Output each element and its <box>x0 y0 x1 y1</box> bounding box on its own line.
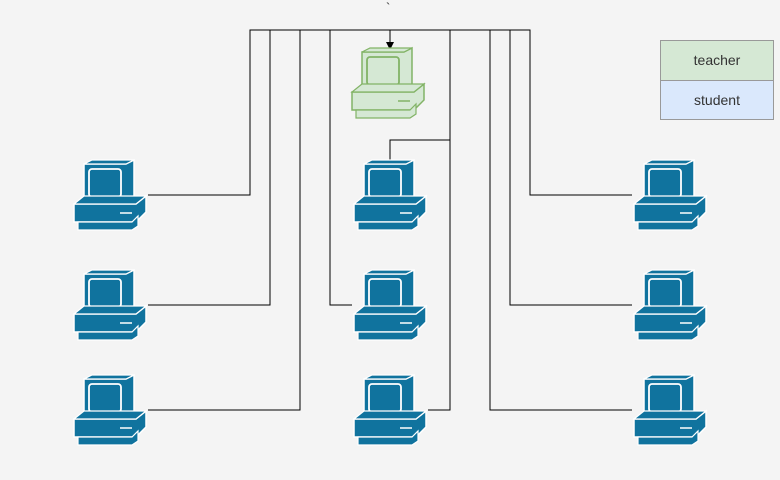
legend: teacher student <box>660 40 774 120</box>
wire-s-left-3-to-teacher <box>148 30 301 411</box>
tick-mark-text: ` <box>386 0 391 15</box>
wire-s-left-2-to-teacher <box>148 30 271 306</box>
computer-icon-s-left-2[interactable] <box>72 268 148 341</box>
wire-s-mid-3-to-teacher <box>428 30 451 411</box>
computers <box>72 46 708 446</box>
legend-student: student <box>661 80 773 119</box>
wire-s-mid-2-to-teacher <box>329 30 352 306</box>
computer-icon-s-mid-2[interactable] <box>352 268 428 341</box>
wire-s-right-1-to-teacher <box>390 29 632 196</box>
computer-icon-s-right-1[interactable] <box>632 158 708 231</box>
legend-student-label: student <box>694 91 740 108</box>
legend-teacher-label: teacher <box>693 52 741 69</box>
computer-icon-s-right-2[interactable] <box>632 268 708 341</box>
computer-icon-s-left-3[interactable] <box>72 373 148 446</box>
wire-s-right-2-to-teacher <box>509 30 632 306</box>
wire-s-left-1-to-teacher <box>148 29 390 196</box>
computer-icon-s-mid-3[interactable] <box>352 373 428 446</box>
computer-icon-s-left-1[interactable] <box>72 158 148 231</box>
legend-teacher: teacher <box>661 41 773 81</box>
computer-icon-teacher[interactable] <box>350 46 426 119</box>
computer-icon-s-mid-1[interactable] <box>352 158 428 231</box>
computer-icon-s-right-3[interactable] <box>632 373 708 446</box>
wire-s-right-3-to-teacher <box>489 30 632 411</box>
connection-wires <box>148 29 632 411</box>
